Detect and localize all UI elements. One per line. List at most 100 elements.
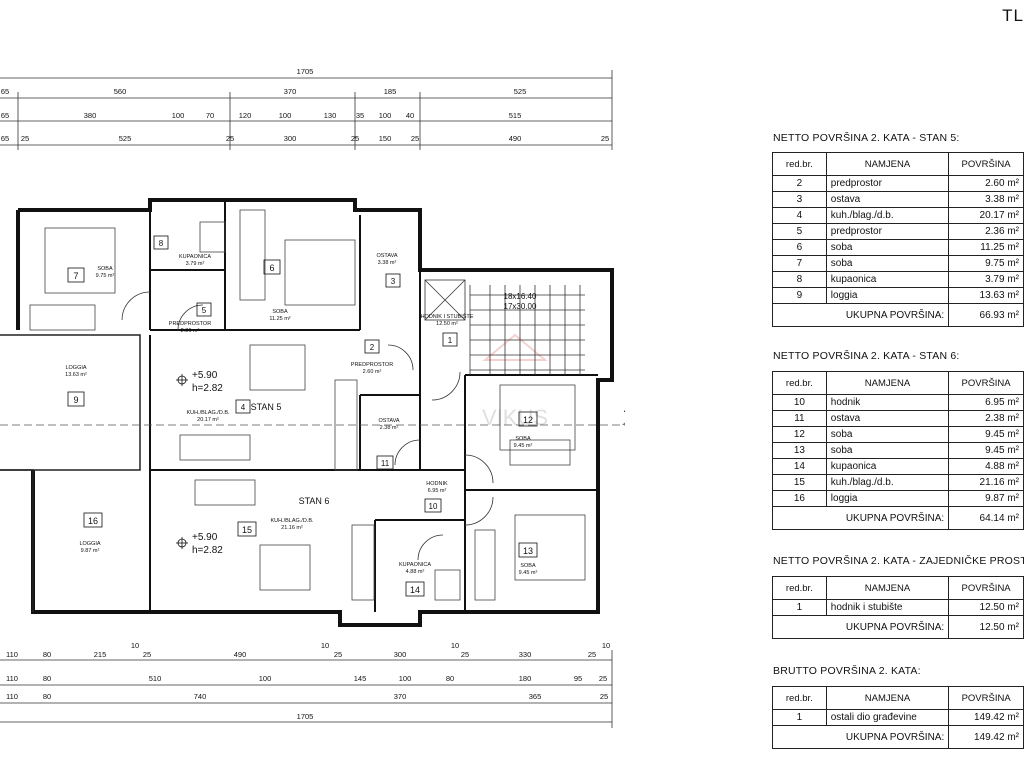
cell-no: 12 [772,426,827,443]
cell-no: 1 [772,709,827,726]
dimension-labels-bottom: 110 80 215 10 25 490 10 25 300 10 25 330… [6,641,610,721]
room-area: 6.95 m² [428,488,447,494]
room-8: 8 KUPAONICA 3.79 m² [153,235,211,267]
room-name: HODNIK I STUBIŠTE [421,313,474,320]
loggia-outlines [0,334,141,612]
dim-label: 130 [324,111,337,120]
room-name: SOBA [97,266,113,272]
room-number: 4 [241,403,246,412]
dim-label: 10 [602,641,610,650]
level-elevation: +5.90 [192,370,218,381]
room-name: KUH./BLAG./D.B. [270,518,314,524]
room-number: 2 [370,343,375,352]
dim-label: 10 [451,641,459,650]
room-11: 11 OSTAVA 2.38 m² [376,418,400,470]
column-header: POVRŠINA [948,371,1024,395]
dim-label: 490 [509,134,522,143]
room-9: 9 LOGGIA 13.63 m² [65,365,87,407]
column-header: NAMJENA [825,576,950,600]
column-header: NAMJENA [825,152,950,176]
room-number: 14 [410,585,420,595]
dim-label: 10 [131,641,139,650]
cell-purpose: ostava [825,191,950,208]
section-marker: A [622,403,625,425]
dim-label: 525 [119,134,132,143]
dim-label: 300 [284,134,297,143]
dim-label: 110 [6,650,18,659]
dim-label: 330 [519,650,532,659]
level-height: h=2.82 [192,383,223,394]
cell-no: 13 [772,442,827,459]
room-area: 12.50 m² [436,321,458,327]
room-4: 4 KUH./BLAG./D.B. 20.17 m² [186,399,251,423]
column-header: red.br. [772,686,827,710]
cell-area: 9.75 m² [948,255,1024,272]
dim-label: 100 [172,111,185,120]
room-number: 10 [429,502,438,511]
dim-label: 515 [509,111,522,120]
cell-area: 6.95 m² [948,394,1024,411]
stairs [424,279,585,375]
dim-label: 300 [394,650,407,659]
level-marker-stan-6: +5.90 h=2.82 [176,532,223,556]
cell-no: 14 [772,458,827,475]
dim-label: 10 [321,641,329,650]
total-value: 64.14 m² [948,506,1024,530]
room-name: OSTAVA [378,418,399,424]
cell-no: 15 [772,474,827,491]
column-header: red.br. [772,152,827,176]
cell-no: 16 [772,490,827,507]
dim-label: 25 [21,134,29,143]
room-name: PREDPROSTOR [351,362,393,368]
dim-label: 25 [601,134,609,143]
level-height: h=2.82 [192,545,223,556]
dimension-labels-top: 1705 65 560 370 185 525 65 380 100 70 12… [1,67,609,143]
dim-label: 740 [194,692,207,701]
column-header: NAMJENA [825,686,950,710]
total-value: 12.50 m² [948,615,1024,639]
cell-purpose: soba [825,255,950,272]
page-title: TL [1002,6,1024,25]
room-area: 9.87 m² [81,548,100,554]
dim-label: 100 [259,674,272,683]
total-value: 66.93 m² [948,303,1024,327]
room-name: SOBA [272,309,288,315]
dim-label: 25 [334,650,342,659]
room-name: SOBA [515,436,531,442]
watermark: VIKUS [482,333,548,430]
dim-label: 40 [406,111,414,120]
interior-walls [149,200,598,612]
dim-label: 100 [279,111,292,120]
cell-no: 6 [772,239,827,256]
room-labels: 7 SOBA 9.75 m² 8 KUPAONICA 3.79 m² 5 PRE… [65,235,537,597]
dim-label: 100 [399,674,412,683]
bottom-dimension-lines [0,650,613,728]
room-number: 3 [391,277,396,286]
room-area: 9.75 m² [96,273,115,279]
room-number: 6 [269,263,274,273]
room-name: PREDPROSTOR [169,321,211,327]
dim-label: 185 [384,87,397,96]
room-6: 6 SOBA 11.25 m² [263,259,291,322]
dim-label: 120 [239,111,252,120]
unit-label-stan-5: STAN 5 [251,402,282,412]
cell-purpose: soba [825,426,950,443]
dim-label: 80 [43,692,51,701]
total-label: UKUPNA POVRŠINA: [771,506,950,530]
cell-purpose: predprostor [825,223,950,240]
stair-labels: 18x16.40 17x30.00 [504,292,537,311]
cell-no: 7 [772,255,827,272]
level-elevation: +5.90 [192,532,218,543]
dim-label: 65 [1,134,9,143]
dim-label: 65 [1,87,9,96]
